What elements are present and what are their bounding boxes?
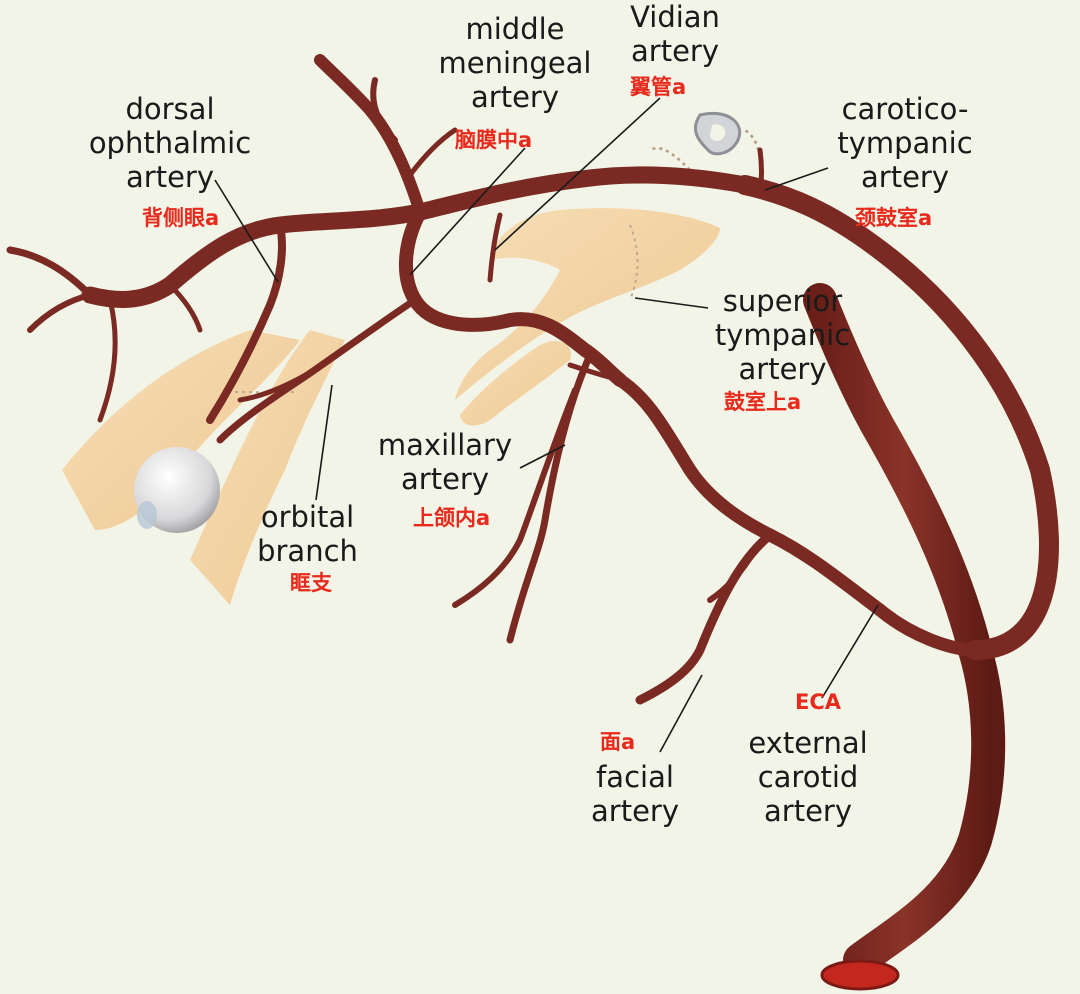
vidian-label: Vidian artery [630,0,720,68]
orbital-bone-right [190,330,345,605]
maxillary-cn-label: 上颌内a [413,506,491,530]
superior-tympanic-cn-label: 鼓室上a [724,390,802,414]
tympanic-dotted-line [629,224,639,301]
middle-meningeal-branch [314,54,426,218]
eca-cn-label: ECA [795,690,842,714]
facial-label: facial artery [591,760,679,828]
meningeal-twig-1 [370,77,398,143]
dorsal-ophthalmic-cn-label: 背侧眼a [142,206,220,230]
superior-tympanic-label: superior tympanic artery [714,284,851,386]
meningeal-twig-2 [407,127,458,178]
ear-ossicle [694,112,742,156]
caroticotympanic-label: carotico- tympanic artery [837,92,973,194]
middle-meningeal-label: middle meningeal artery [438,12,592,114]
orbital-label: orbital branch [257,500,358,568]
orbital-bone-left [62,330,300,530]
anterior-branch-4 [167,282,203,333]
middle-meningeal-cn-label: 脑膜中a [455,128,533,152]
dorsal-ophthalmic-branch [206,221,286,424]
orbital-twig [237,357,333,403]
eca-cut-end [820,959,900,991]
pterygoid-process [460,340,571,426]
eca-label: external carotid artery [748,726,868,828]
caroticotympanic-dotted-line [649,128,762,186]
maxillary-label: maxillary artery [377,428,513,496]
maxillary-twig-1 [506,351,594,644]
vidian-cn-label: 翼管a [630,75,687,99]
upper-arc [735,175,1059,660]
orbital-cn-label: 眶支 [290,571,332,595]
anterior-branch-3 [97,297,118,423]
anterior-branch-2 [27,292,93,333]
dorsal-ophthalmic-label: dorsal ophthalmic artery [88,92,252,194]
superior-tympanic-branch [567,362,623,383]
caroticotympanic-branch [757,147,764,198]
artery-tree [6,54,1059,977]
bone-structures [62,128,762,605]
eyeball [134,447,220,533]
petrous-bone [455,208,720,400]
caroticotympanic-cn-label: 颈鼓室a [855,206,933,230]
maxillary-twig-2 [452,387,578,608]
facial-twig [707,547,758,603]
leader-lines [214,97,879,753]
anterior-branch-1 [6,246,94,299]
vidian-branch [487,212,503,283]
facial-cn-label: 面a [600,730,636,754]
